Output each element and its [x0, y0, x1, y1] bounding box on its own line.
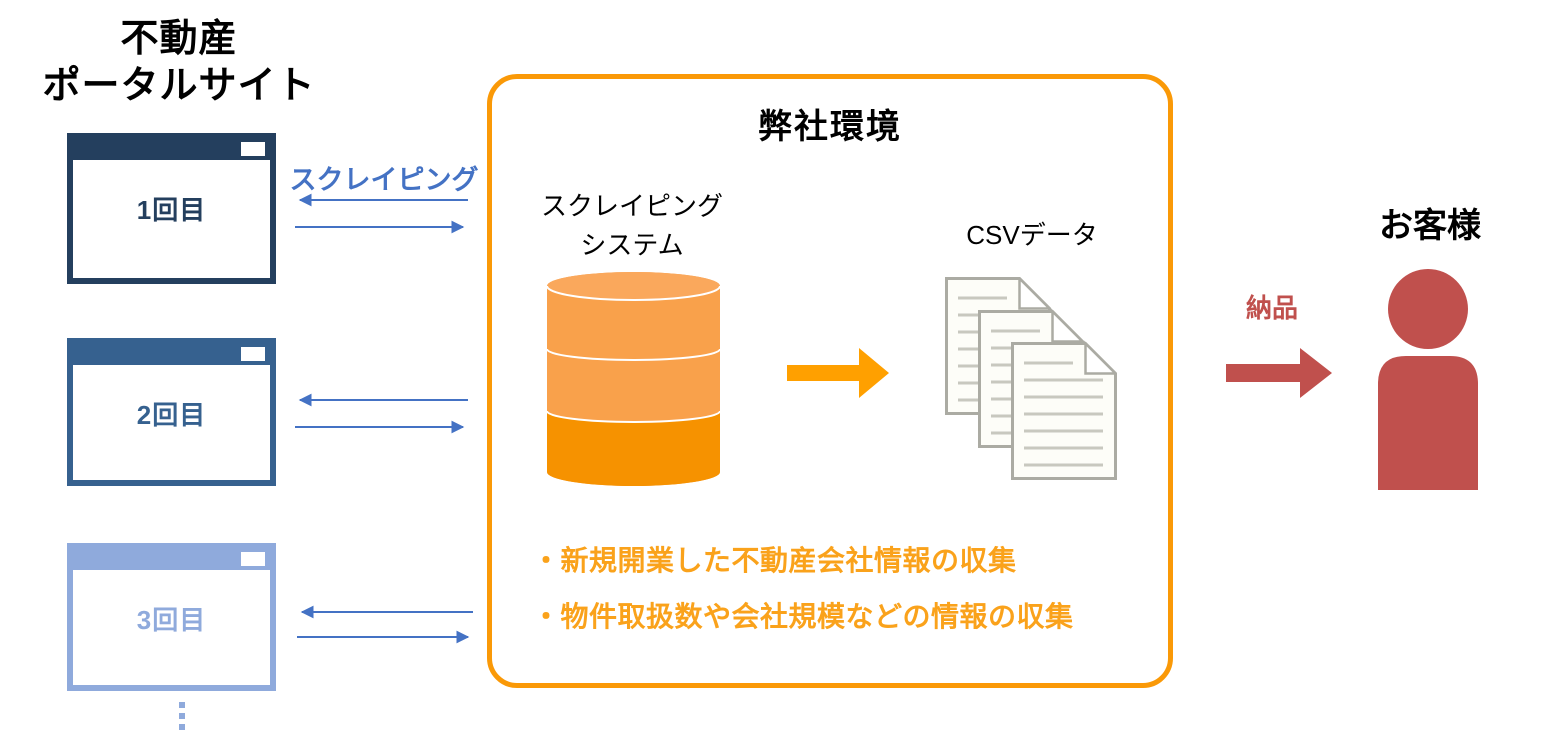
delivery-arrow-icon: [1226, 348, 1332, 398]
scrape-arrows-window-2: [295, 393, 468, 434]
csv-data-label: CSVデータ: [966, 220, 1098, 250]
continuation-dots-icon: [179, 702, 186, 735]
note-item-2: ・物件取扱数や会社規模などの情報の収集: [532, 601, 1074, 632]
person-head: [1388, 269, 1468, 349]
scraping-system-label: スクレイピング システム: [540, 191, 723, 260]
block-arrow-icon: [787, 348, 889, 398]
document-page: [1011, 340, 1117, 480]
scraping-arrow-label: スクレイピング: [289, 165, 479, 195]
portal-site-title: 不動産 ポータルサイト: [42, 18, 316, 108]
person-icon: [1378, 269, 1478, 490]
browser-window-1: 1回目: [67, 133, 276, 284]
person-body: [1378, 356, 1478, 490]
database-bottom-band: [547, 411, 720, 486]
note-item-1: ・新規開業した不動産会社情報の収集: [532, 545, 1017, 576]
scrape-arrows-window-3: [297, 605, 473, 644]
scrape-arrows-window-1: [295, 193, 468, 234]
window-label-2: 2回目: [136, 399, 207, 430]
database-top: [547, 272, 720, 300]
customer-label: お客様: [1379, 207, 1481, 245]
window-titlebar: [73, 139, 270, 160]
window-button-icon: [241, 552, 265, 566]
database-icon: [547, 272, 720, 486]
window-button-icon: [241, 347, 265, 361]
delivery-arrow-label: 納品: [1245, 293, 1298, 323]
company-environment-box: 弊社環境 スクレイピング システム CSVデータ: [487, 74, 1173, 688]
window-titlebar: [73, 549, 270, 570]
document-stack-icon: [945, 277, 1117, 480]
window-button-icon: [241, 142, 265, 156]
window-label-1: 1回目: [136, 194, 207, 225]
window-label-3: 3回目: [136, 604, 207, 635]
database-separators: [547, 285, 720, 423]
browser-window-3: 3回目: [67, 543, 276, 691]
browser-window-2: 2回目: [67, 338, 276, 486]
window-titlebar: [73, 344, 270, 365]
company-box-title: 弊社環境: [758, 108, 902, 146]
